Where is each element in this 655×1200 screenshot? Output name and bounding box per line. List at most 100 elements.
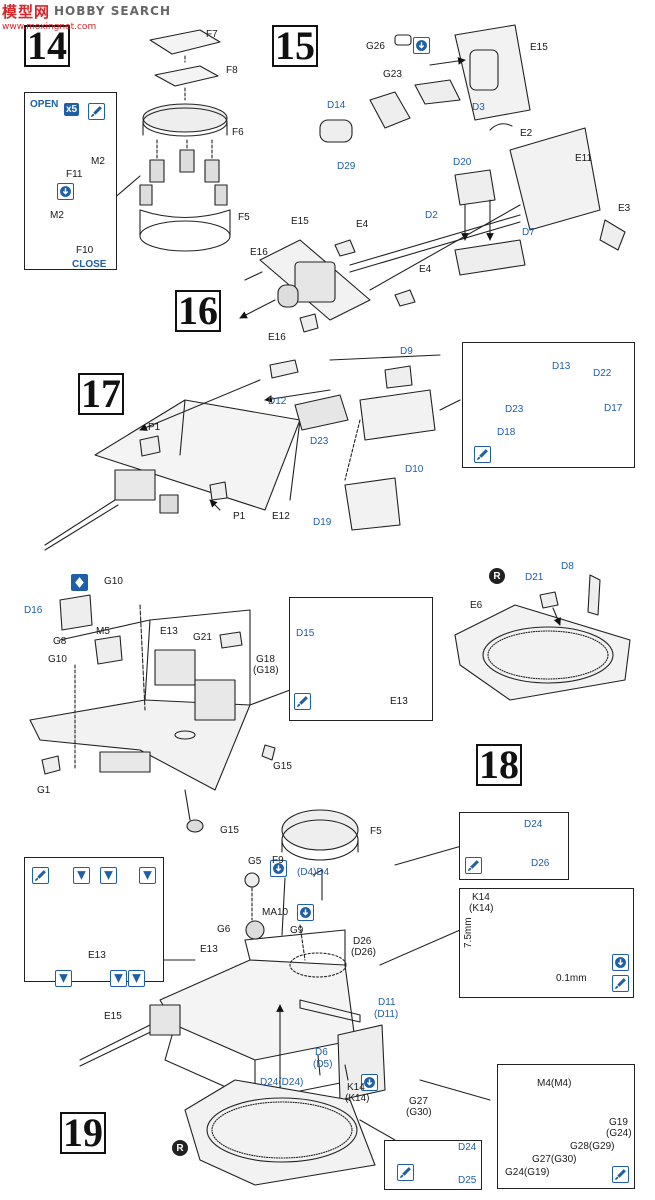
part-label-g9: G9 — [290, 925, 304, 936]
part-label-g10: G10 — [104, 576, 123, 587]
part-label-f8: F8 — [226, 65, 238, 76]
quantity-x5-badge: x5 — [64, 103, 80, 116]
part-label-g27: G27(G30) — [532, 1154, 577, 1165]
part-label-g1: G1 — [37, 785, 51, 796]
part-label-e3: E3 — [618, 203, 631, 214]
paint-brush-icon — [32, 867, 49, 884]
open-label: OPEN — [30, 99, 59, 110]
part-label-d15: D15 — [296, 628, 315, 639]
part-label-g8: G8 — [53, 636, 67, 647]
part-label-m4: M4(M4) — [537, 1078, 572, 1089]
part-label-k14: K14 — [347, 1082, 365, 1093]
part-label-g24-alt: (G24) — [606, 1128, 632, 1139]
watermark-brand: HOBBY SEARCH — [54, 4, 171, 18]
part-label-d23: D23 — [505, 404, 524, 415]
step15-gun-mantlet — [320, 25, 625, 275]
part-label-d23: D23 — [310, 436, 329, 447]
cement-icon — [297, 904, 314, 921]
cement-icon — [612, 954, 629, 971]
part-label-e15: E15 — [530, 42, 548, 53]
part-label-f5: F5 — [238, 212, 250, 223]
part-label-p1: P1 — [148, 422, 161, 433]
part-label-d8: D8 — [561, 561, 574, 572]
part-label-d6: D6 — [315, 1047, 328, 1058]
part-label-d4: (D4)D4 — [297, 867, 330, 878]
part-label-e13: E13 — [88, 950, 106, 961]
part-label-g23: G23 — [383, 69, 402, 80]
part-label-d11-alt: (D11) — [374, 1009, 399, 1020]
part-label-e12: E12 — [272, 511, 290, 522]
r-mark-icon: R — [489, 568, 505, 584]
part-label-g18-alt: (G18) — [253, 665, 279, 676]
part-label-f6: F6 — [232, 127, 244, 138]
part-label-g18: G18 — [256, 654, 275, 665]
step19-turret-ring — [185, 1080, 375, 1185]
drill-hole-icon — [110, 970, 127, 987]
step-number-19: 19 — [60, 1112, 106, 1154]
step16-mantlet — [239, 205, 520, 332]
cement-icon — [413, 37, 430, 54]
drill-hole-icon — [100, 867, 117, 884]
part-label-p1: P1 — [233, 511, 246, 522]
part-label-e4: E4 — [356, 219, 369, 230]
part-label-d26: D26 — [353, 936, 372, 947]
part-label-e6: E6 — [470, 600, 483, 611]
part-label-f10: F10 — [76, 245, 94, 256]
paint-brush-icon — [612, 1166, 629, 1183]
part-label-f7: F7 — [206, 29, 218, 40]
part-label-d13: D13 — [552, 361, 571, 372]
part-label-d5: (D5) — [313, 1059, 333, 1070]
part-label-d11: D11 — [378, 997, 396, 1008]
part-label-d26: D26 — [531, 858, 550, 869]
watermark: 模型网 HOBBY SEARCH — [2, 0, 171, 22]
drill-hole-icon — [73, 867, 90, 884]
part-label-g30: (G30) — [406, 1107, 432, 1118]
part-label-d12: D12 — [268, 396, 287, 407]
paint-brush-icon — [88, 103, 105, 120]
part-label-k14-alt: (K14) — [469, 903, 494, 914]
cement-icon — [361, 1074, 378, 1091]
dimension-height-label: 7.5mm — [463, 917, 474, 948]
step19-inset-k14-box — [459, 888, 634, 998]
part-label-g15: G15 — [220, 825, 239, 836]
step-number-16: 16 — [175, 290, 221, 332]
part-label-d29: D29 — [337, 161, 356, 172]
watermark-url: www.moxingnet.com — [2, 22, 97, 32]
remove-part-icon — [71, 574, 88, 591]
step14-inset-box — [24, 92, 117, 270]
part-label-e16: E16 — [268, 332, 286, 343]
part-label-f9: F9 — [272, 855, 284, 866]
part-label-d17: D17 — [604, 403, 623, 414]
step18-turret-shell — [30, 595, 290, 832]
part-label-d24: D24 — [458, 1142, 477, 1153]
paint-brush-icon — [294, 693, 311, 710]
part-label-d25: D25 — [458, 1175, 477, 1186]
part-label-g27: G27 — [409, 1096, 428, 1107]
part-label-g15: G15 — [273, 761, 292, 772]
part-label-g10: G10 — [48, 654, 67, 665]
step18-inset-box — [289, 597, 433, 721]
part-label-g26: G26 — [366, 41, 385, 52]
part-label-k14-alt: (K14) — [345, 1093, 370, 1104]
part-label-g24: G24(G19) — [505, 1167, 550, 1178]
close-label: CLOSE — [72, 259, 107, 270]
part-label-e15: E15 — [104, 1011, 122, 1022]
part-label-e4: E4 — [419, 264, 432, 275]
watermark-logo: 模型网 — [2, 2, 51, 21]
part-label-m5: M5 — [96, 626, 110, 637]
part-label-d24: D24(D24) — [260, 1077, 304, 1088]
part-label-d10: D10 — [405, 464, 424, 475]
part-label-e15: E15 — [291, 216, 309, 227]
part-label-e13: E13 — [200, 944, 218, 955]
paint-brush-icon — [612, 975, 629, 992]
part-label-k14: K14 — [472, 892, 490, 903]
dimension-width-label: 0.1mm — [556, 973, 587, 984]
part-label-e2: E2 — [520, 128, 533, 139]
part-label-d16: D16 — [24, 605, 43, 616]
part-label-d26-alt: (D26) — [351, 947, 377, 958]
part-label-g28: G28(G29) — [570, 1141, 615, 1152]
part-label-d20: D20 — [453, 157, 472, 168]
step17-turret-front — [45, 355, 460, 550]
part-label-d9: D9 — [400, 346, 413, 357]
step18-turret-ring — [455, 575, 630, 700]
